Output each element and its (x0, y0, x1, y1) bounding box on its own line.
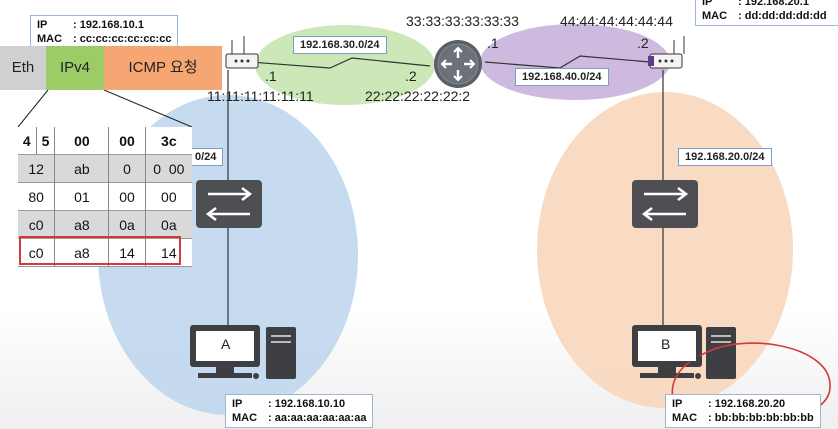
ipv4-header-table: 4 5 00 00 3c 12 ab 0 0 00 80 01 00 00 c0… (18, 127, 192, 267)
router-a-ip-value: : 192.168.10.1 (73, 19, 144, 31)
header-cell: 5 (35, 127, 55, 155)
router-a-out-mac: 11:11:11:11:11:11 (207, 88, 314, 104)
router-a-info-box: IP : 192.168.10.1 MAC : cc:cc:cc:cc:cc:cc (30, 15, 179, 49)
router-b-mac-value: : dd:dd:dd:dd:dd (738, 10, 827, 22)
subnet-30-label: 192.168.30.0/24 (293, 36, 387, 54)
header-cell: 0 (108, 154, 146, 183)
port-label-1-left: .1 (265, 68, 277, 84)
subnet-40-label: 192.168.40.0/24 (515, 68, 609, 86)
header-cell: 80 (28, 188, 44, 205)
header-cell: 00 (54, 127, 109, 155)
header-row-2: 12 ab 0 0 00 (18, 154, 192, 183)
host-a-computer-icon (190, 325, 296, 379)
dest-ip-highlight-box (19, 236, 181, 265)
packet-ipv4-tab: IPv4 (46, 46, 104, 90)
header-cell: 14 (108, 238, 146, 267)
header-cell: 0 00 (144, 154, 192, 183)
router-b-icon (648, 36, 685, 69)
host-b-ip-value: : 192.168.20.20 (708, 398, 786, 410)
host-b-mac-value: : bb:bb:bb:bb:bb:bb (708, 412, 814, 424)
host-a-ip-value: : 192.168.10.10 (268, 398, 346, 410)
header-row-5-dest-ip: c0 a8 14 14 (18, 238, 192, 267)
switch-b-icon (632, 180, 698, 228)
port-label-2-left: .2 (405, 68, 417, 84)
header-cell: 14 (144, 238, 192, 267)
router-core-in-mac: 22:22:22:22:22:2 (365, 88, 471, 104)
host-a-mac-label: MAC (232, 412, 258, 424)
host-a-label: A (221, 336, 231, 352)
header-cell: ab (54, 154, 109, 183)
callout-line-right (103, 89, 193, 128)
router-b-info-box: IP : 192.168.20.1 MAC : dd:dd:dd:dd:dd (695, 0, 838, 26)
switch-a-icon (196, 180, 262, 228)
router-b-ip-value: : 192.168.20.1 (738, 0, 809, 8)
router-a-icon (225, 36, 259, 69)
callout-line-left (17, 89, 49, 128)
router-a-mac-label: MAC (37, 33, 63, 45)
router-a-mac-value: : cc:cc:cc:cc:cc:cc (73, 33, 172, 45)
header-cell: 0a (108, 210, 146, 239)
subnet-10-label-partial: 0/24 (188, 148, 224, 166)
router-b-mac-label: MAC (702, 10, 728, 22)
router-b-ip-label: IP (702, 0, 713, 8)
host-a-mac-value: : aa:aa:aa:aa:aa:aa (268, 412, 367, 424)
header-cell: 0a (144, 210, 192, 239)
port-label-2-right: .2 (637, 35, 649, 51)
packet-eth-tab: Eth (0, 46, 46, 90)
port-label-1-right: .1 (487, 35, 499, 51)
header-cell: 01 (54, 182, 109, 211)
header-cell-part: 0 (153, 160, 162, 177)
header-cell: 00 (108, 182, 146, 211)
header-cell: 00 (108, 127, 146, 155)
core-router-icon (434, 40, 482, 88)
header-row-3: 80 01 00 00 (18, 182, 192, 211)
header-cell: 00 (144, 182, 192, 211)
router-core-left-mac: 33:33:33:33:33:33 (406, 13, 519, 29)
header-cell: 3c (144, 127, 192, 155)
header-row-4: c0 a8 0a 0a (18, 210, 192, 239)
router-a-ip-label: IP (37, 19, 48, 31)
header-cell: a8 (54, 210, 109, 239)
header-cell: c0 (28, 244, 44, 261)
packet-icmp-tab: ICMP 요청 (104, 46, 222, 90)
host-b-mac-label: MAC (672, 412, 698, 424)
header-cell: 4 (22, 132, 31, 149)
link-core-router-b (484, 55, 651, 69)
header-cell: 12 (28, 160, 44, 177)
header-cell: a8 (54, 238, 109, 267)
host-b-label: B (661, 336, 671, 352)
header-cell-part: 00 (168, 160, 185, 177)
header-cell: c0 (28, 216, 44, 233)
host-a-info-box: IP : 192.168.10.10 MAC : aa:aa:aa:aa:aa:aa (225, 394, 374, 428)
router-core-right-mac: 44:44:44:44:44:44 (560, 13, 673, 29)
host-b-computer-icon (632, 325, 736, 379)
host-a-ip-label: IP (232, 398, 243, 410)
host-b-info-box: IP : 192.168.20.20 MAC : bb:bb:bb:bb:bb:bb (665, 394, 821, 428)
link-router-a-core (249, 57, 431, 69)
host-b-ip-label: IP (672, 398, 683, 410)
subnet-20-label: 192.168.20.0/24 (678, 148, 772, 166)
header-row-1: 4 5 00 00 3c (18, 127, 192, 155)
